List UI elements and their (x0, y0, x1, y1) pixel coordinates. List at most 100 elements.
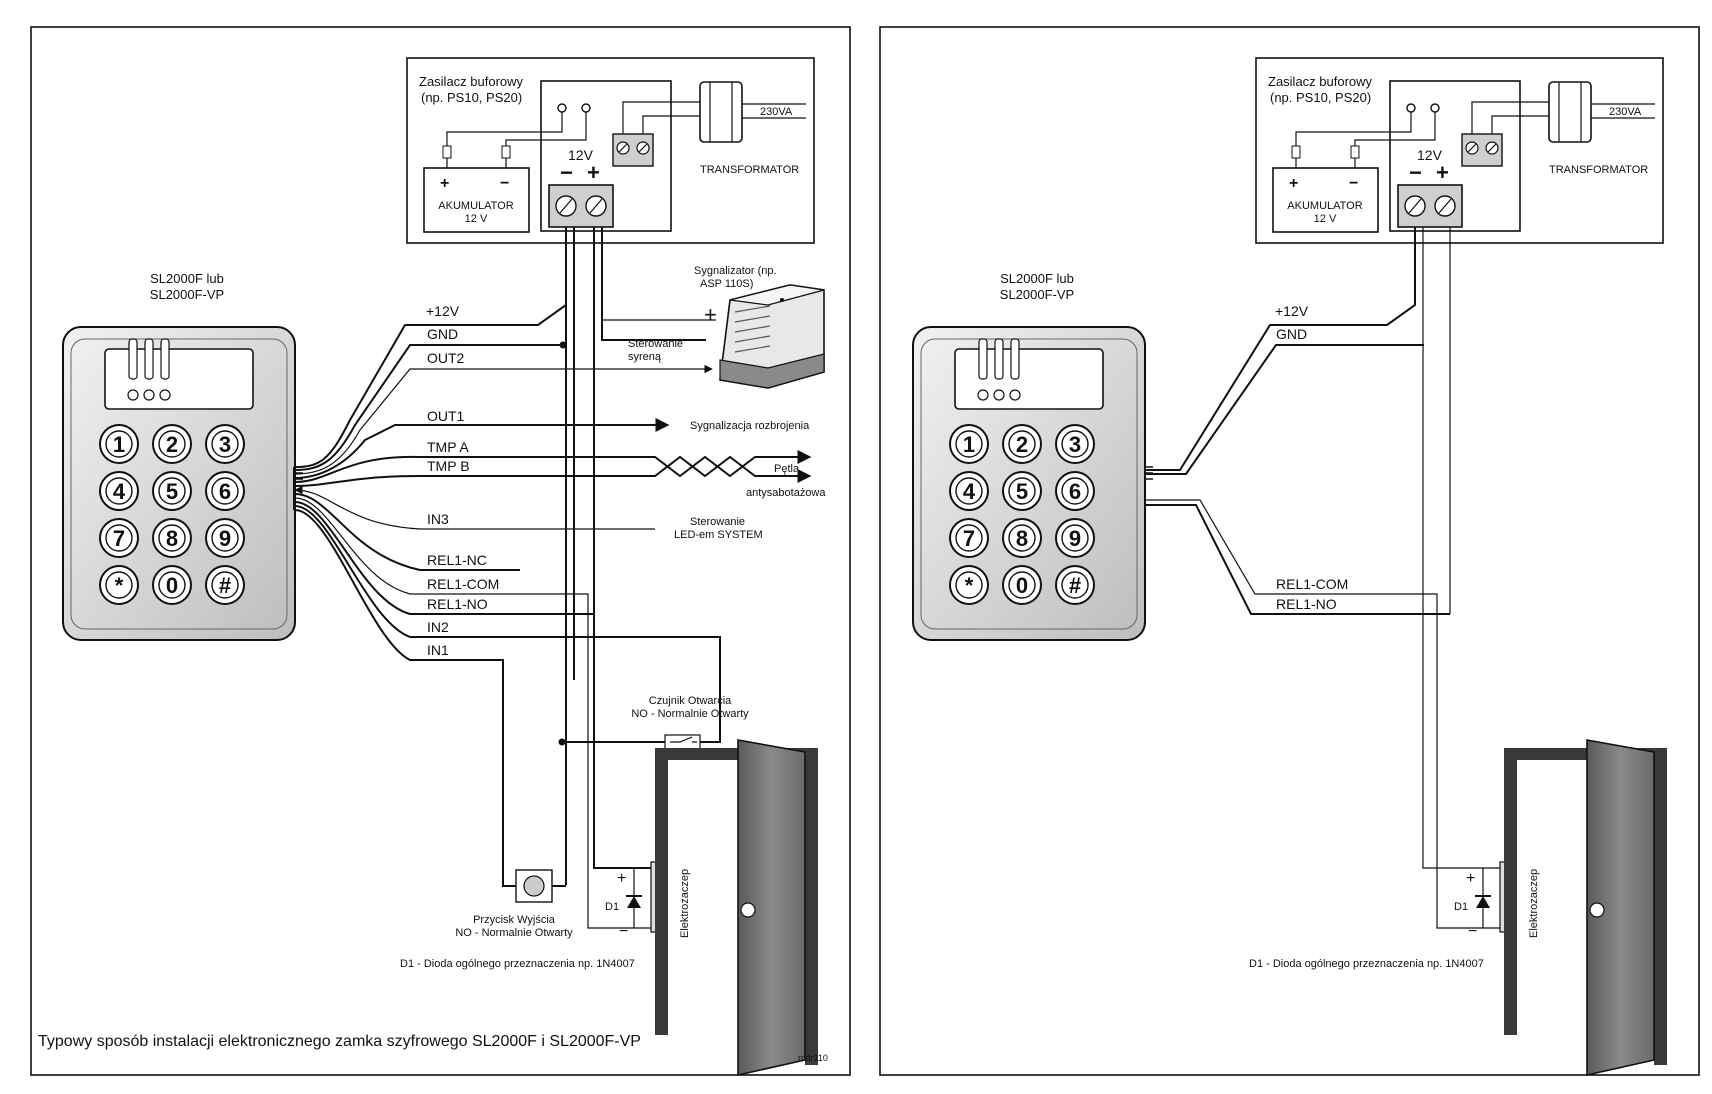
key-label-right: 0 (1016, 573, 1028, 598)
label-in2: IN2 (427, 619, 449, 635)
power-supply: Zasilacz buforowy (np. PS10, PS20) + − A… (406, 57, 815, 244)
key-ring-right (1008, 524, 1036, 552)
output-minus: − (560, 160, 573, 185)
led-control-line2: LED-em SYSTEM (674, 529, 763, 541)
diode-label-right: D1 (1454, 901, 1468, 913)
rail-plus-strike (593, 614, 651, 869)
label-rel1nc: REL1-NC (427, 552, 487, 568)
diode-plus-right: + (1466, 870, 1475, 887)
battery-minus-right: − (1349, 175, 1358, 192)
battery-clip-minus-right (1350, 145, 1360, 159)
transformer-label-right: TRANSFORMATOR (1549, 164, 1648, 176)
label-in1: IN1 (427, 642, 449, 658)
mains-label-right: 230VA (1609, 106, 1642, 118)
battery-post-2 (581, 103, 591, 113)
door-handle-right (1589, 902, 1605, 918)
label-tmpb: TMP B (427, 458, 470, 474)
wire-v12 (294, 227, 567, 468)
key-label: 9 (219, 526, 231, 551)
mains-leads-right (1591, 103, 1655, 119)
wire-gnd-right (1145, 344, 1424, 475)
wire-tmpb (294, 455, 812, 487)
siren-control-line2: syreną (628, 351, 662, 363)
output-terminal-slashes-right (1408, 198, 1452, 214)
key-ring-right (1061, 571, 1089, 599)
battery-post-1-right (1406, 103, 1416, 113)
siren-label-line2: ASP 110S) (700, 278, 753, 290)
power-supply-right: Zasilacz buforowy (np. PS10, PS20) + − A… (1255, 57, 1664, 244)
exit-button-wires (502, 870, 566, 887)
right-panel-border (879, 26, 1700, 1076)
wire-tmpa (294, 450, 812, 483)
door-right (1504, 739, 1667, 1076)
ac-terminal-slash-1 (618, 143, 628, 153)
key-ring (211, 571, 239, 599)
sensor-junction (558, 738, 566, 746)
key-ring-right (1061, 477, 1089, 505)
key-label-right: # (1069, 573, 1081, 598)
key-ring-right (955, 477, 983, 505)
exit-button-line2: NO - Normalnie Otwarty (455, 927, 573, 939)
output-plus: + (587, 160, 600, 185)
wire-rel1com-right (1145, 499, 1500, 929)
label-rel1com: REL1-COM (427, 576, 499, 592)
led-indicator-icon-right (977, 389, 989, 401)
key-label-right: 8 (1016, 526, 1028, 551)
battery-clip-minus (501, 145, 511, 159)
mains-leads (742, 103, 806, 119)
key-label: * (115, 573, 124, 598)
battery-clip-plus (442, 145, 452, 159)
siren-plus: + (704, 302, 717, 327)
wire-in3 (294, 485, 655, 530)
wire-rel1no-right (1145, 504, 1450, 615)
wire-rel1no (294, 501, 594, 615)
battery-plus: + (440, 175, 449, 192)
label-v12: +12V (426, 303, 460, 319)
wire-v12-right (1145, 227, 1416, 471)
led-light-icon-right (1010, 338, 1020, 380)
key-label-right: 4 (963, 479, 976, 504)
door (655, 739, 818, 1076)
door-sensor-contact (670, 736, 697, 743)
transformer-core (709, 82, 733, 142)
battery-label-line2-right: 12 V (1314, 213, 1337, 225)
battery-label-line1: AKUMULATOR (438, 200, 513, 212)
psu-title-line2: (np. PS10, PS20) (421, 90, 522, 105)
label-gnd-right: GND (1276, 326, 1307, 342)
caption: Typowy sposób instalacji elektronicznego… (38, 1033, 641, 1050)
key-ring-right (955, 524, 983, 552)
led-light-icon (128, 338, 138, 380)
key-ring (211, 524, 239, 552)
key-ring (211, 430, 239, 458)
keypad-model-line1-right: SL2000F lub (1000, 271, 1074, 286)
tamper-loop-line2: antysabotażowa (746, 487, 826, 499)
key-label: 8 (166, 526, 178, 551)
label-out1: OUT1 (427, 408, 465, 424)
label-tmpa: TMP A (427, 439, 469, 455)
output-plus-right: + (1436, 160, 1449, 185)
diode-minus: − (619, 923, 628, 940)
key-ring (105, 477, 133, 505)
label-rel1no: REL1-NO (427, 596, 488, 612)
ac-terminal-slashes-right (1467, 143, 1497, 153)
transformer-body-right (1548, 81, 1592, 143)
siren-led (780, 298, 784, 302)
wire-gnd (294, 344, 560, 471)
key-label: # (219, 573, 231, 598)
label-gnd: GND (427, 326, 458, 342)
key-label: 4 (113, 479, 126, 504)
led-light-icon (160, 338, 170, 380)
wire-rel1nc (294, 493, 520, 571)
battery-post-1 (557, 103, 567, 113)
right-panel: Zasilacz buforowy (np. PS10, PS20) + − A… (879, 26, 1700, 1076)
keypad-model-line2: SL2000F-VP (150, 287, 224, 302)
wire-in2 (294, 505, 721, 742)
diode-symbol-right (1476, 896, 1490, 908)
battery (423, 167, 530, 233)
key-label: 2 (166, 432, 178, 457)
siren: Sygnalizator (np. ASP 110S) + (694, 265, 825, 389)
key-label-right: * (965, 573, 974, 598)
key-label-right: 2 (1016, 432, 1028, 457)
label-in3: IN3 (427, 511, 449, 527)
key-label-right: 9 (1069, 526, 1081, 551)
